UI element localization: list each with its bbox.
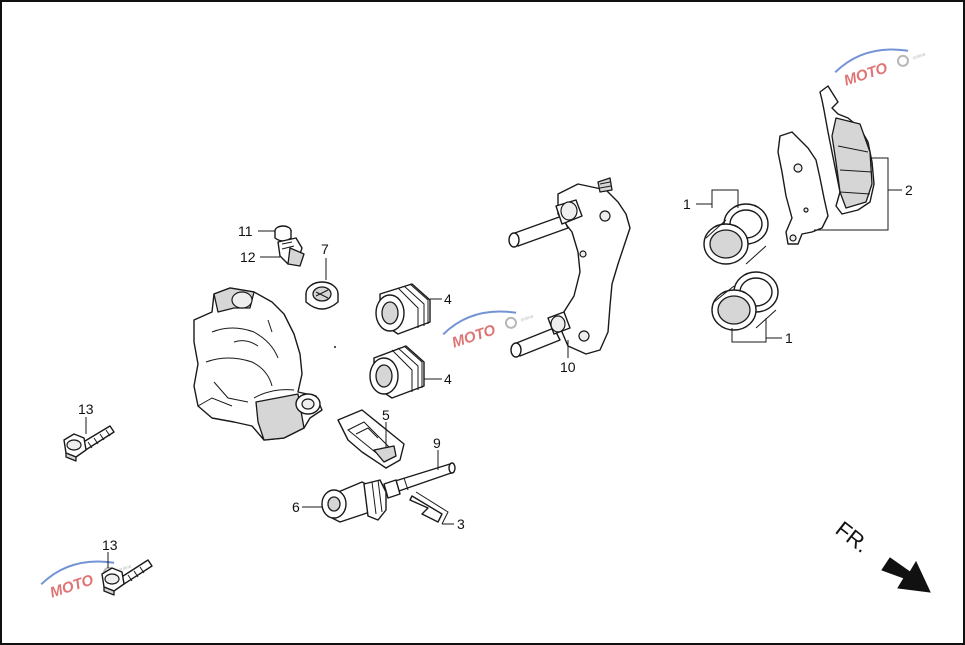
part-2-brake-pad-outer — [819, 85, 875, 215]
part-6-pin-plug — [321, 479, 387, 523]
watermark-top-right: MOTO online — [834, 48, 927, 90]
part-1-piston-seal-upper — [703, 203, 769, 265]
callout-6: 6 — [292, 499, 300, 515]
front-direction-label: FR. — [831, 516, 874, 558]
part-5-pad-spring — [337, 409, 405, 469]
callout-13-lower: 13 — [102, 537, 118, 553]
watermark-text: MOTO — [48, 571, 96, 601]
part-2-brake-pad-inner — [777, 131, 829, 245]
callout-7: 7 — [321, 241, 329, 257]
part-12-bleeder-screw — [277, 237, 305, 267]
callout-4-upper: 4 — [444, 291, 452, 307]
callout-12: 12 — [240, 249, 256, 265]
part-10-caliper-bracket — [508, 177, 631, 358]
watermark-tagline: online — [520, 314, 535, 324]
watermark-tagline: online — [118, 564, 133, 574]
callout-1-lower: 1 — [785, 330, 793, 346]
part-13-bolt-lower — [101, 559, 153, 596]
reference-dot — [334, 346, 336, 348]
part-1-piston-seal-lower — [711, 271, 779, 331]
part-13-bolt-upper — [63, 425, 115, 462]
part-4-piston-upper — [375, 283, 431, 335]
part-3-pin-clip — [409, 491, 449, 525]
front-direction-arrow-icon — [881, 557, 931, 593]
watermark-text: MOTO — [450, 321, 498, 351]
part-9-slide-pin — [383, 462, 456, 499]
callout-5: 5 — [382, 407, 390, 423]
callout-10: 10 — [560, 359, 576, 375]
callout-13-upper: 13 — [78, 401, 94, 417]
part-4-piston-lower — [369, 345, 425, 399]
callout-9: 9 — [433, 435, 441, 451]
callout-1-upper: 1 — [683, 196, 691, 212]
watermark-text: MOTO — [842, 59, 890, 89]
caliper-body — [193, 287, 323, 441]
callout-2: 2 — [905, 182, 913, 198]
front-direction-indicator: FR. — [831, 516, 931, 593]
part-7-boot — [305, 281, 339, 310]
callout-11: 11 — [238, 223, 253, 239]
callout-3: 3 — [457, 516, 465, 532]
callout-4-lower: 4 — [444, 371, 452, 387]
watermark-tagline: online — [912, 52, 927, 62]
part-11-bleeder-cap — [274, 225, 292, 242]
